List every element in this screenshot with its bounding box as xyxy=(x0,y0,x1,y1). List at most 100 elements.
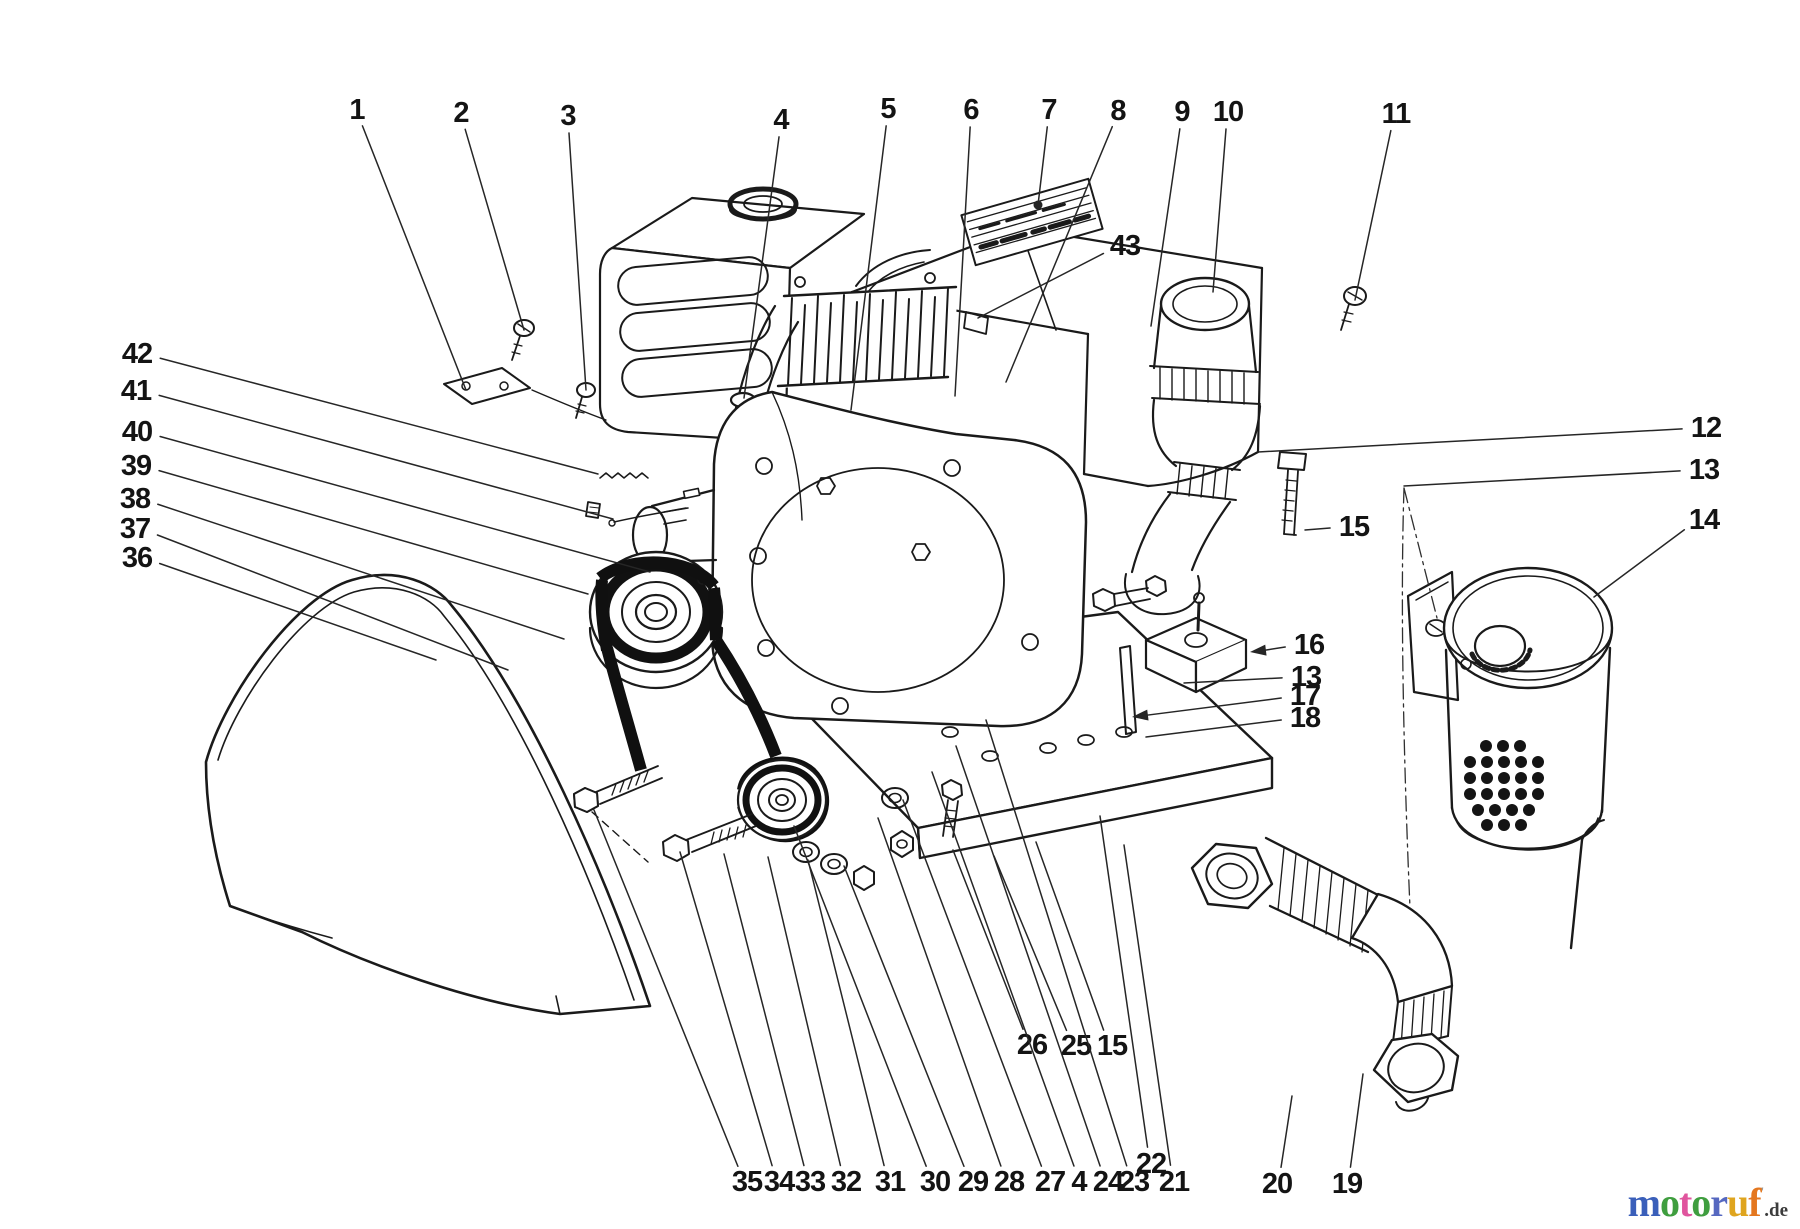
perforation-dot xyxy=(1498,819,1510,831)
perforation-dot xyxy=(1498,772,1510,784)
part-number-label: 7 xyxy=(1041,94,1056,126)
part-number-label: 6 xyxy=(963,94,979,126)
perforation-dot xyxy=(1515,756,1527,768)
perforation-dot xyxy=(1506,804,1518,816)
part-number-label: 2 xyxy=(453,97,468,129)
hex-bolt-head xyxy=(662,834,690,862)
alignment-dash-lines xyxy=(1401,487,1438,909)
part-number-label: 36 xyxy=(122,542,153,574)
part-number-label: 3 xyxy=(560,100,576,132)
leader-line xyxy=(743,136,780,399)
logo-suffix: .de xyxy=(1764,1200,1788,1221)
leader-line xyxy=(1099,815,1149,1148)
bracket-plate xyxy=(443,367,531,405)
part-number-label: 9 xyxy=(1174,96,1190,128)
part-number-label: 5 xyxy=(880,93,896,125)
leader-line xyxy=(993,855,1068,1032)
leader-line xyxy=(1280,1095,1293,1168)
part-number-label: 27 xyxy=(1035,1166,1065,1198)
motoruf-logo-letters: motoruf xyxy=(1628,1180,1762,1225)
engine-decal-label xyxy=(960,177,1104,267)
intake-hole xyxy=(1473,624,1527,668)
leader-line xyxy=(807,859,885,1167)
leader-line xyxy=(767,856,842,1167)
leader-line xyxy=(977,252,1105,319)
logo-letter: r xyxy=(1710,1180,1728,1225)
leader-arrowhead xyxy=(1250,644,1267,656)
part-number-label: 33 xyxy=(795,1166,826,1198)
hole-clamp xyxy=(1469,647,1533,673)
leader-dot xyxy=(1033,200,1043,210)
leader-line xyxy=(1150,128,1181,327)
perforation-dot xyxy=(1464,772,1476,784)
motoruf-logo[interactable]: motoruf'.de xyxy=(1628,1183,1788,1223)
crankshaft xyxy=(631,487,718,565)
perforation-dot xyxy=(1532,772,1544,784)
leader-line xyxy=(985,719,1128,1167)
leader-line xyxy=(1263,646,1286,652)
leader-line xyxy=(931,771,1075,1167)
leader-line xyxy=(723,853,805,1167)
part-number-label: 35 xyxy=(732,1166,763,1198)
part-number-label: 39 xyxy=(121,450,152,482)
leader-line xyxy=(1183,677,1283,684)
shaft-key xyxy=(682,487,701,500)
leader-line xyxy=(1005,125,1114,383)
logo-letter: f xyxy=(1748,1180,1761,1225)
part-number-label: 20 xyxy=(1262,1168,1292,1200)
perforation-dot xyxy=(1514,740,1526,752)
perforation-dot xyxy=(1515,819,1527,831)
perforation-dot xyxy=(1481,819,1493,831)
leader-line xyxy=(1145,719,1282,738)
leader-line xyxy=(850,125,887,411)
hose-clamp-band xyxy=(1159,367,1245,405)
perforation-dot xyxy=(1464,756,1476,768)
leader-line xyxy=(158,394,614,520)
part-number-label: 1 xyxy=(349,94,365,126)
screw-head xyxy=(513,319,535,337)
leader-line xyxy=(952,849,1024,1030)
perforation-dot xyxy=(1480,740,1492,752)
part-number-label: 25 xyxy=(1061,1030,1092,1062)
perforation-dot xyxy=(1515,772,1527,784)
perforation-dot xyxy=(1481,788,1493,800)
part-number-label: 13 xyxy=(1689,454,1720,486)
part-number-label: 8 xyxy=(1110,95,1126,127)
part-number-label: 41 xyxy=(121,375,152,407)
leader-line xyxy=(1403,470,1681,487)
part-number-label: 4 xyxy=(773,104,789,136)
leader-line xyxy=(843,865,965,1168)
part-number-label: 18 xyxy=(1290,702,1321,734)
perforation-dot xyxy=(1532,756,1544,768)
pipe-nipple-and-locknut xyxy=(1190,836,1382,954)
leader-line xyxy=(158,469,589,595)
logo-letter: o xyxy=(1659,1180,1680,1225)
leader-line xyxy=(156,534,509,671)
engine-mount-bolt xyxy=(1277,451,1307,471)
perforation-dots xyxy=(1464,740,1544,831)
part-number-label: 15 xyxy=(1339,511,1370,543)
leader-line xyxy=(593,809,739,1168)
leader-line xyxy=(157,503,565,640)
pipe-threads xyxy=(1277,847,1369,953)
fuel-cap xyxy=(727,186,799,222)
perforation-dot xyxy=(1515,788,1527,800)
perforation-dot xyxy=(1498,788,1510,800)
leader-line xyxy=(1349,1073,1364,1168)
part-number-label: 16 xyxy=(1294,629,1325,661)
leader-line xyxy=(568,132,587,391)
part-number-label: 22 xyxy=(1136,1148,1166,1180)
leader-line xyxy=(679,851,773,1167)
cylinder-cooling-fins xyxy=(776,272,958,388)
part-number-label: 32 xyxy=(831,1166,861,1198)
perforation-dot xyxy=(1523,804,1535,816)
part-number-label: 40 xyxy=(122,416,152,448)
leader-line xyxy=(1212,128,1227,293)
part-number-label: 38 xyxy=(120,483,151,515)
logo-letter: u xyxy=(1727,1180,1749,1225)
leader-line xyxy=(1037,126,1049,206)
leader-line xyxy=(361,125,467,391)
perforation-dot xyxy=(1464,788,1476,800)
part-number-label: 28 xyxy=(994,1166,1025,1198)
